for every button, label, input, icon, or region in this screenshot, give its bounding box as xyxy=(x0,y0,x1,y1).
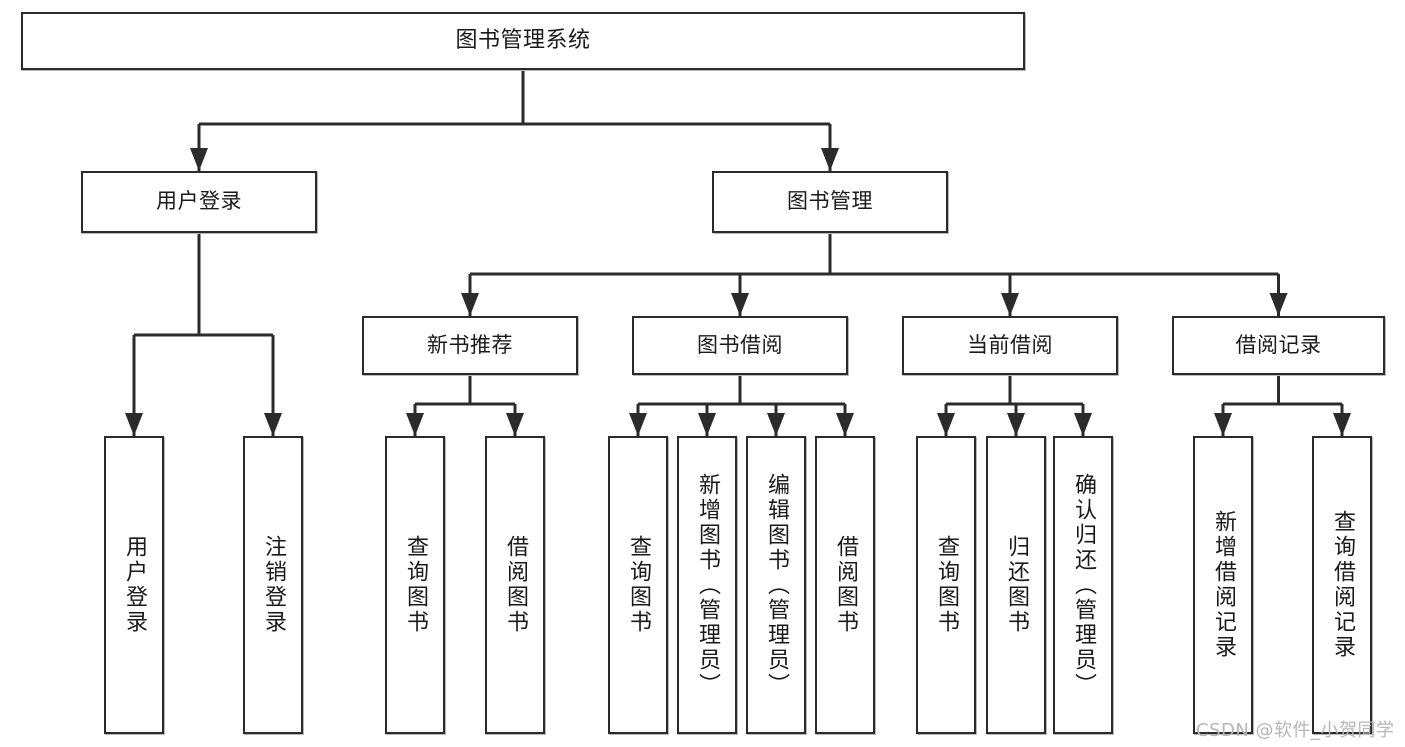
node-label: 图书借阅 xyxy=(697,332,783,357)
node-label: 新增图书（管理员） xyxy=(694,472,720,698)
node-label: 用户登录 xyxy=(121,535,147,635)
node-label: 查询图书 xyxy=(625,535,651,635)
node-label: 新增借阅记录 xyxy=(1210,510,1236,660)
edge-arrowhead-icon xyxy=(731,293,749,316)
edge-arrowhead-icon xyxy=(461,293,479,316)
node-label: 查询借阅记录 xyxy=(1329,510,1355,660)
edge-arrowhead-icon xyxy=(629,413,647,436)
node-label: 查询图书 xyxy=(933,535,959,635)
node-label: 确认归还（管理员） xyxy=(1070,472,1096,698)
edge-arrowhead-icon xyxy=(1333,413,1351,436)
node-leaf-rec-1[interactable]: 新增借阅记录 xyxy=(1193,436,1253,734)
edge-arrowhead-icon xyxy=(1001,293,1019,316)
node-label: 新书推荐 xyxy=(427,332,513,357)
node-leaf-borrow-4[interactable]: 借阅图书 xyxy=(815,436,875,734)
node-leaf-new-1[interactable]: 查询图书 xyxy=(385,436,445,734)
node-leaf-borrow-2[interactable]: 新增图书（管理员） xyxy=(677,436,737,734)
node-leaf-new-2[interactable]: 借阅图书 xyxy=(485,436,545,734)
node-label: 编辑图书（管理员） xyxy=(763,472,789,698)
node-label: 用户登录 xyxy=(156,189,242,214)
node-leaf-borrow-3[interactable]: 编辑图书（管理员） xyxy=(746,436,806,734)
edge-arrowhead-icon xyxy=(190,148,208,171)
node-label: 图书管理 xyxy=(787,189,873,214)
node-bookmgmt[interactable]: 图书管理 xyxy=(712,171,948,233)
node-records[interactable]: 借阅记录 xyxy=(1172,316,1385,375)
edge-arrowhead-icon xyxy=(1007,413,1025,436)
node-login[interactable]: 用户登录 xyxy=(81,171,317,233)
node-label: 借阅图书 xyxy=(502,535,528,635)
edge-arrowhead-icon xyxy=(698,413,716,436)
node-label: 归还图书 xyxy=(1003,535,1029,635)
edge-arrowhead-icon xyxy=(264,413,282,436)
node-leaf-login-2[interactable]: 注销登录 xyxy=(243,436,303,734)
node-label: 注销登录 xyxy=(260,535,286,635)
node-leaf-login-1[interactable]: 用户登录 xyxy=(104,436,164,734)
node-label: 当前借阅 xyxy=(967,332,1053,357)
edge-arrowhead-icon xyxy=(836,413,854,436)
node-leaf-cur-3[interactable]: 确认归还（管理员） xyxy=(1053,436,1113,734)
node-leaf-rec-2[interactable]: 查询借阅记录 xyxy=(1312,436,1372,734)
edge-arrowhead-icon xyxy=(406,413,424,436)
edge-arrowhead-icon xyxy=(821,148,839,171)
node-newbooks[interactable]: 新书推荐 xyxy=(362,316,578,375)
edge-arrowhead-icon xyxy=(1269,293,1288,316)
node-label: 借阅记录 xyxy=(1235,332,1322,357)
edge-arrowhead-icon xyxy=(1074,413,1092,436)
node-borrow[interactable]: 图书借阅 xyxy=(632,316,848,375)
node-label: 借阅图书 xyxy=(832,535,858,635)
edge-arrowhead-icon xyxy=(937,413,955,436)
edge-arrowhead-icon xyxy=(125,413,143,436)
edge-arrowhead-icon xyxy=(506,413,524,436)
node-label: 查询图书 xyxy=(402,535,428,635)
node-current[interactable]: 当前借阅 xyxy=(902,316,1118,375)
edge-arrowhead-icon xyxy=(1214,413,1232,436)
node-leaf-cur-2[interactable]: 归还图书 xyxy=(986,436,1046,734)
edge-arrowhead-icon xyxy=(767,413,785,436)
node-root[interactable]: 图书管理系统 xyxy=(21,12,1025,70)
node-leaf-borrow-1[interactable]: 查询图书 xyxy=(608,436,668,734)
node-label: 图书管理系统 xyxy=(455,27,591,53)
node-leaf-cur-1[interactable]: 查询图书 xyxy=(916,436,976,734)
